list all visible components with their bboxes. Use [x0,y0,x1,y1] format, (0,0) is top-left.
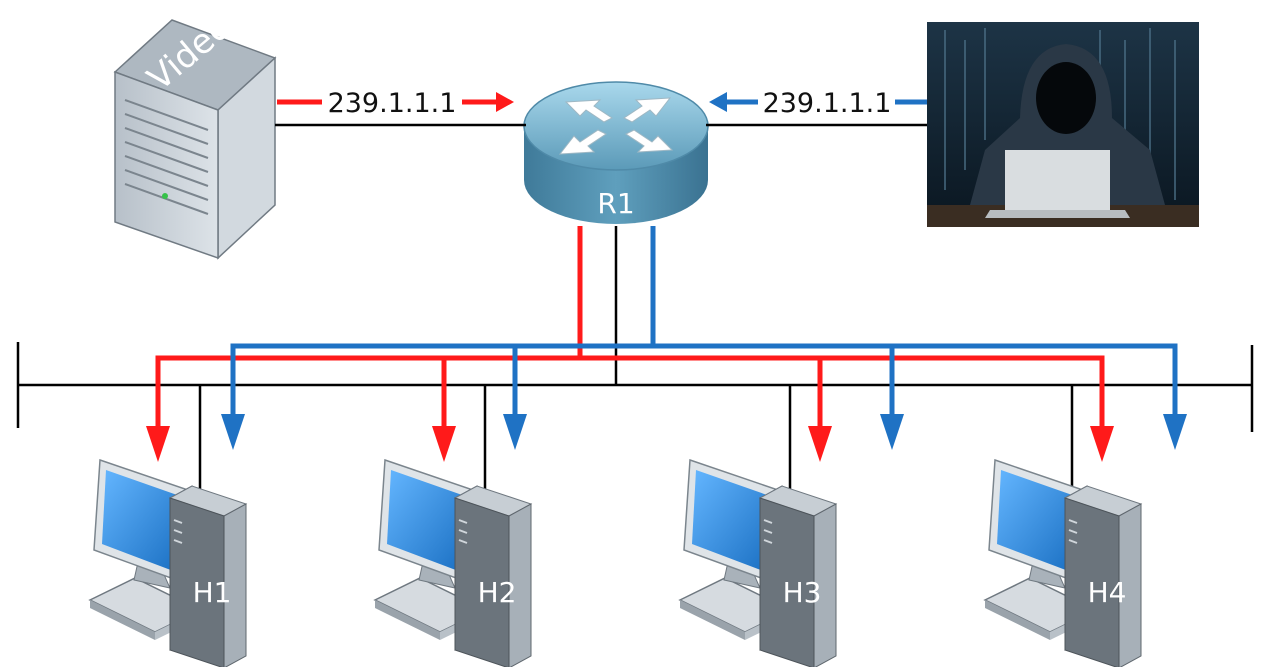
desktop-computer-icon [679,459,837,667]
server-icon [113,19,277,260]
video-server: Video [113,7,277,260]
links [16,123,1254,520]
host-label: H1 [193,576,232,609]
desktop-computer-icon [984,459,1142,667]
router-label: R1 [597,187,634,220]
video-stream-label: 239.1.1.1 [328,88,457,119]
host-h2: H2 [374,459,532,667]
video-stream-arrowheads [146,92,1114,462]
host-label: H3 [783,576,822,609]
desktop-computer-icon [89,459,247,667]
host-h3: H3 [679,459,837,667]
desktop-computer-icon [374,459,532,667]
host-h4: H4 [984,459,1142,667]
host-label: H4 [1088,576,1127,609]
router-r1: R1 [523,81,709,224]
hacker-image [927,22,1199,227]
attacker-stream [230,99,1178,416]
router-icon [523,81,709,224]
attacker-stream-arrowheads [221,92,1187,450]
host-label: H2 [478,576,517,609]
attacker-stream-label: 239.1.1.1 [763,88,892,119]
video-stream [155,99,1105,428]
host-h1: H1 [89,459,247,667]
